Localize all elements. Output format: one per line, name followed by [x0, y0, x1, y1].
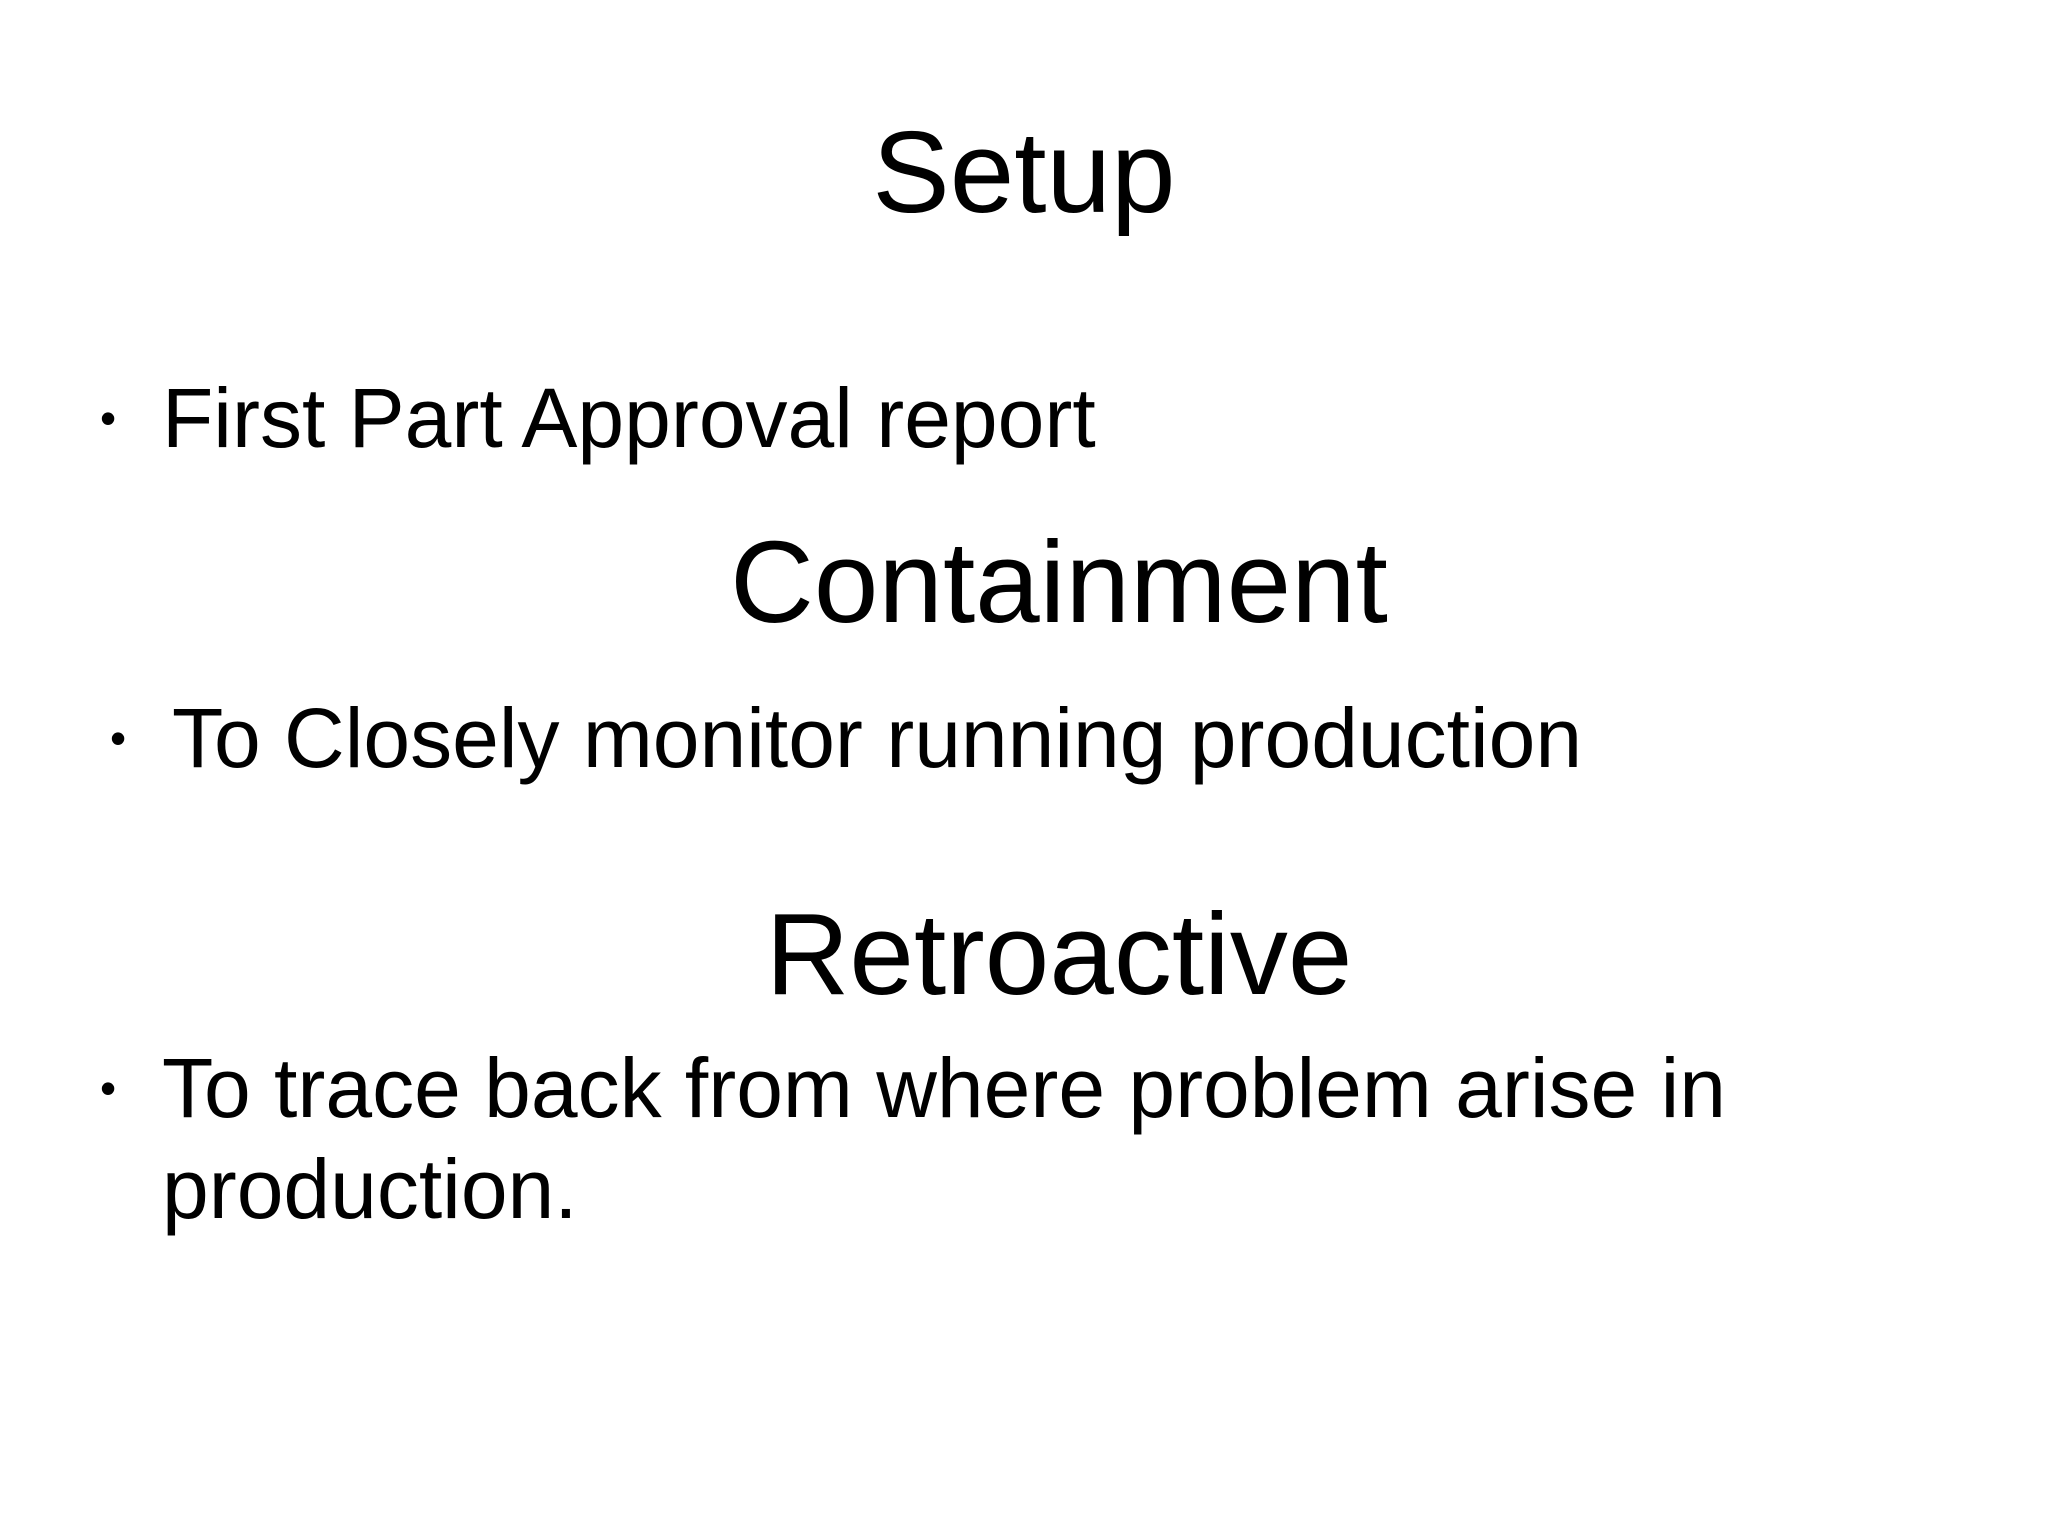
section-heading-retroactive: Retroactive — [765, 889, 1353, 1019]
bullet-icon: • — [110, 712, 127, 764]
bullet-text-trace-back: To trace back from where problem arise i… — [162, 1041, 1726, 1236]
slide-title: Setup — [872, 107, 1176, 237]
bullet-item-monitor-production: • To Closely monitor running production — [110, 688, 1910, 789]
bullet-text-first-part-approval: First Part Approval report — [162, 371, 1096, 465]
section-heading-containment: Containment — [730, 517, 1388, 647]
bullet-item-trace-back: • To trace back from where problem arise… — [100, 1038, 1822, 1240]
bullet-icon: • — [100, 1062, 117, 1114]
bullet-icon: • — [100, 392, 117, 444]
bullet-text-monitor-production: To Closely monitor running production — [172, 691, 1583, 785]
bullet-item-first-part-approval: • First Part Approval report — [100, 368, 1800, 469]
